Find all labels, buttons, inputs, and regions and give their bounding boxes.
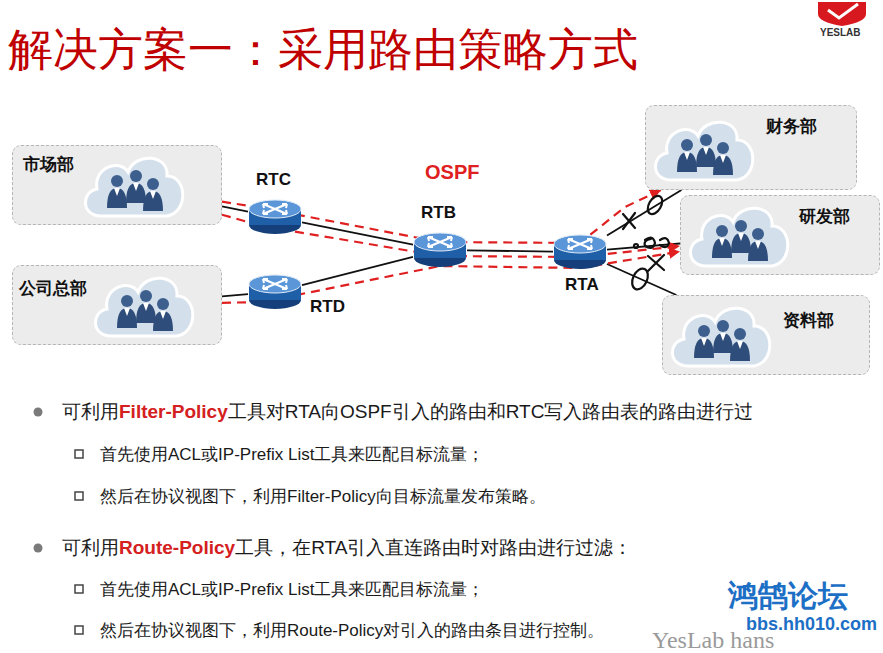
bullet-text: 可利用 [62,401,119,422]
watermark: YesLab hans [652,626,774,653]
department-cloud [668,300,773,372]
department-box: 市场部 [12,145,222,225]
tool-name: Route-Policy [119,537,235,558]
text-line: 首先使用ACL或IP-Prefix List工具来匹配目标流量； [100,578,484,602]
text-line: 然后在协议视图下，利用Filter-Policy向目标流量发布策略。 [100,485,546,509]
department-cloud [91,270,196,342]
cross-mark [648,255,664,271]
text-line: 可利用Route-Policy工具，在RTA引入直连路由时对路由进行过滤： [62,536,632,560]
department-label: 财务部 [766,116,817,138]
department-cloud [686,200,791,272]
department-label: 市场部 [23,154,74,176]
department-cloud [651,114,756,186]
loop-mark [645,238,655,248]
network-link [222,294,248,296]
router-label: RTB [421,202,456,224]
text-line: 可利用Filter-Policy工具对RTA向OSPF引入的路由和RTC写入路由… [62,400,753,424]
router-label: RTD [310,296,345,318]
text-line: 然后在协议视图下，利用Route-Policy对引入的路由条目进行控制。 [100,619,604,643]
department-box: 研发部 [680,195,880,275]
bullet-text: 工具，在RTA引入直连路由时对路由进行过滤： [235,537,632,558]
department-box: 财务部 [645,105,857,190]
network-link [607,264,676,295]
bullet-text: 工具对RTA向OSPF引入的路由和RTC写入路由表的路由进行过 [228,401,754,422]
sub-bullet-text: 首先使用ACL或IP-Prefix List工具来匹配目标流量； [100,580,484,599]
department-box: 公司总部 [12,265,222,345]
router-icon [553,234,607,270]
watermark: 鸿鹄论坛 [728,578,848,614]
logo-text: YESLAB [820,27,861,39]
tool-name: Filter-Policy [119,401,228,422]
router-node: RTB [413,232,467,268]
bullet-text: 可利用 [62,537,119,558]
network-link [302,257,413,285]
router-icon [248,199,302,235]
router-icon [413,232,467,268]
router-node: RTD [248,274,302,310]
sub-bullet-text: 然后在协议视图下，利用Route-Policy对引入的路由条目进行控制。 [100,621,604,640]
network-link [222,206,248,211]
department-label: 资料部 [783,310,834,332]
router-label: RTC [256,169,291,191]
dot-mark [634,244,638,248]
protocol-label: OSPF [425,160,479,184]
department-box: 资料部 [662,295,870,375]
yeslab-logo [818,2,866,26]
bullet-markers [34,408,84,635]
loop-mark [660,238,669,247]
network-link [467,250,553,251]
sub-bullet-text: 首先使用ACL或IP-Prefix List工具来匹配目标流量； [100,445,484,464]
sub-bullet-text: 然后在协议视图下，利用Filter-Policy向目标流量发布策略。 [100,487,546,506]
router-node: RTA [553,234,607,270]
circle-mark [645,193,665,216]
department-label: 研发部 [799,206,850,228]
text-line: 首先使用ACL或IP-Prefix List工具来匹配目标流量； [100,443,484,467]
router-node: RTC [248,199,302,235]
slide-title: 解决方案一：采用路由策略方式 [8,22,638,78]
department-label: 公司总部 [19,278,87,300]
department-cloud [81,150,186,222]
router-label: RTA [565,274,599,296]
circle-mark [629,266,651,292]
router-icon [248,274,302,310]
cross-mark [623,213,635,229]
